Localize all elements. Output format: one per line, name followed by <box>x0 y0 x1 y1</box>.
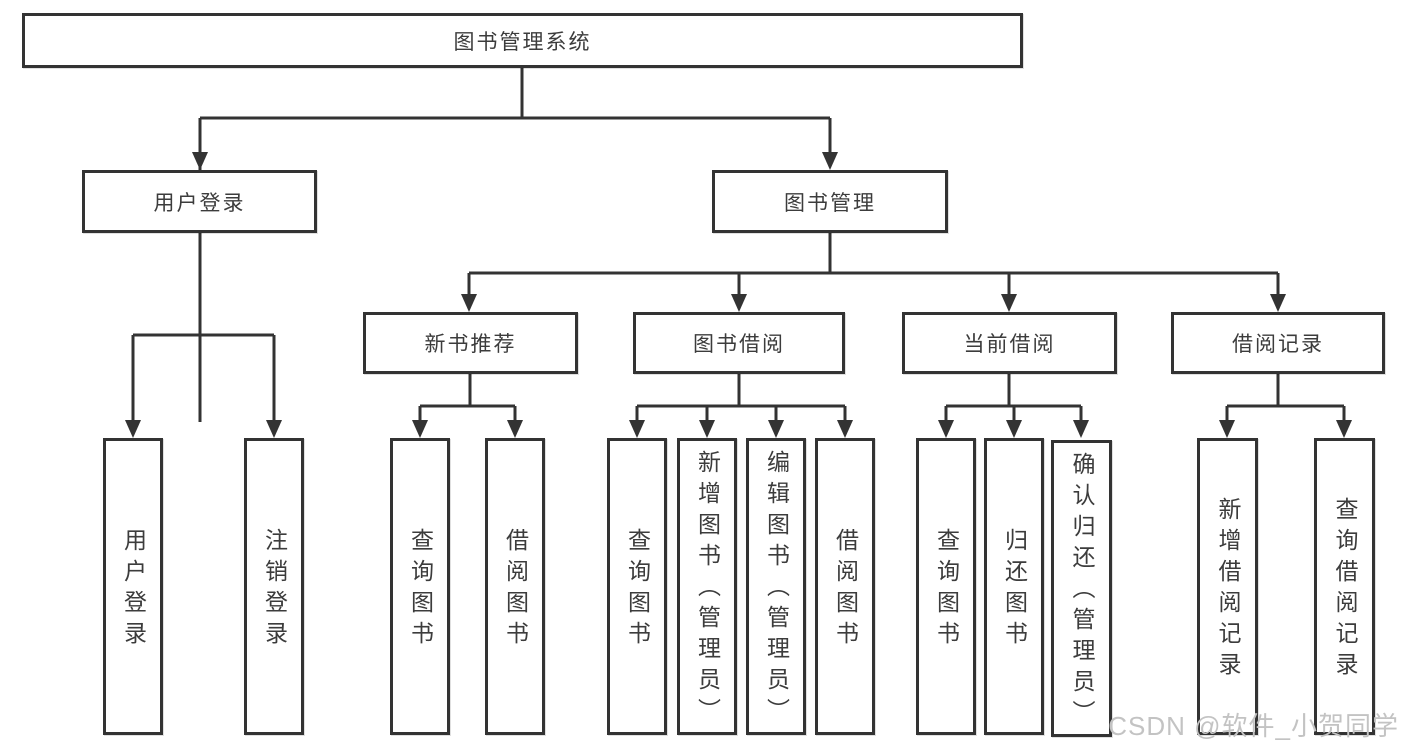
arrow-down-icon <box>699 420 715 438</box>
leaf-query-books-recommend: 查询图书 <box>390 438 450 735</box>
node-current-borrow: 当前借阅 <box>902 312 1117 374</box>
arrow-down-icon <box>125 420 141 438</box>
arrow-down-icon <box>1006 420 1022 438</box>
node-new-book-recommend: 新书推荐 <box>363 312 578 374</box>
leaf-logout: 注销登录 <box>244 438 304 735</box>
arrow-down-icon <box>266 420 282 438</box>
arrow-down-icon <box>412 420 428 438</box>
leaf-borrow-books-recommend: 借阅图书 <box>485 438 545 735</box>
arrow-down-icon <box>1336 420 1352 438</box>
connector-records-group <box>1225 374 1346 422</box>
connector-user-login-group <box>131 233 276 422</box>
arrow-down-icon <box>837 420 853 438</box>
arrow-down-icon <box>1219 420 1235 438</box>
node-borrow-records: 借阅记录 <box>1171 312 1385 374</box>
node-root-system: 图书管理系统 <box>22 13 1023 68</box>
arrow-down-icon <box>731 294 747 312</box>
arrow-down-icon <box>822 152 838 170</box>
arrow-down-icon <box>192 152 208 170</box>
connector-current-borrow-group <box>944 374 1083 422</box>
leaf-borrow-books: 借阅图书 <box>815 438 875 735</box>
arrow-down-icon <box>461 294 477 312</box>
connector-book-mgmt-group <box>467 233 1280 296</box>
leaf-add-borrow-record: 新增借阅记录 <box>1197 438 1258 735</box>
node-user-login: 用户登录 <box>82 170 317 233</box>
arrow-down-icon <box>1073 420 1089 438</box>
arrow-down-icon <box>507 420 523 438</box>
leaf-user-login: 用户登录 <box>103 438 163 735</box>
leaf-query-books-borrow: 查询图书 <box>607 438 667 735</box>
arrow-down-icon <box>768 420 784 438</box>
node-book-management: 图书管理 <box>712 170 948 233</box>
connector-new-book-group <box>418 374 517 422</box>
leaf-return-books: 归还图书 <box>984 438 1044 735</box>
leaf-edit-books-admin: 编辑图书（管理员） <box>746 438 806 735</box>
arrow-down-icon <box>1270 294 1286 312</box>
leaf-query-borrow-record: 查询借阅记录 <box>1314 438 1375 735</box>
arrow-down-icon <box>938 420 954 438</box>
csdn-watermark: CSDN @软件_小贺同学 <box>1108 711 1399 741</box>
leaf-confirm-return-admin: 确认归还（管理员） <box>1051 440 1112 737</box>
leaf-query-books-current: 查询图书 <box>916 438 976 735</box>
connector-book-borrow-group <box>635 374 847 422</box>
leaf-add-books-admin: 新增图书（管理员） <box>677 438 737 735</box>
arrow-down-icon <box>1001 294 1017 312</box>
arrow-down-icon <box>629 420 645 438</box>
node-book-borrow: 图书借阅 <box>633 312 845 374</box>
